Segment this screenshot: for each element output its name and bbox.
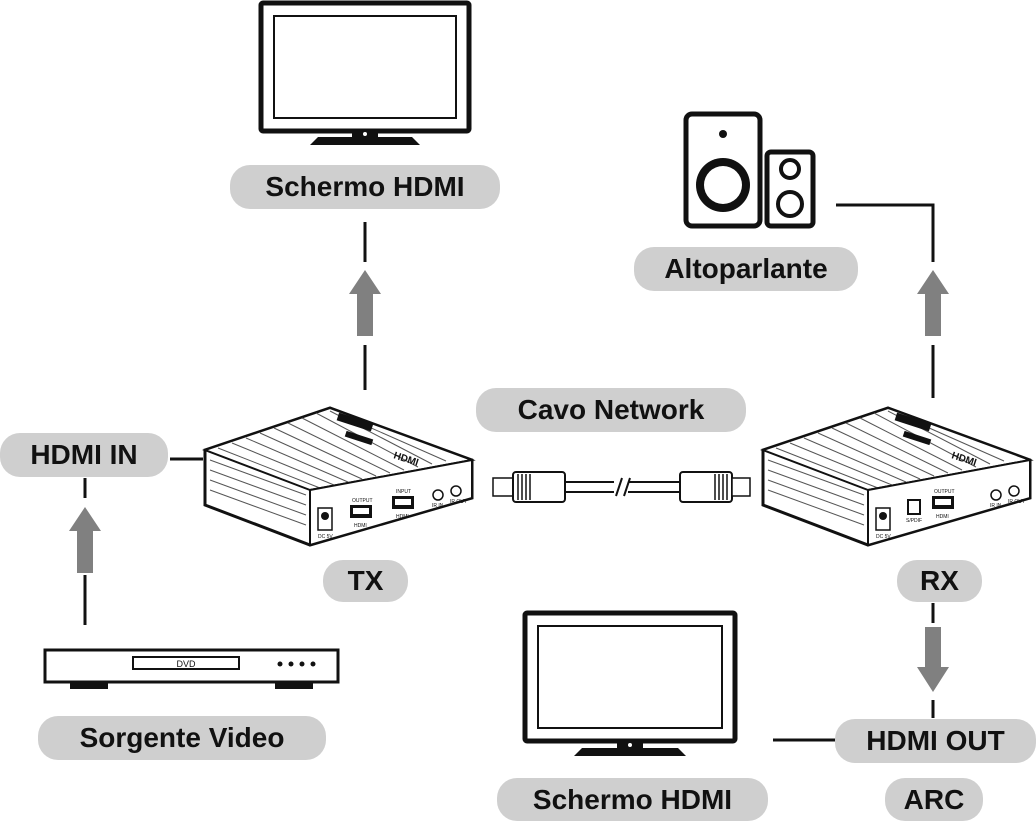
connection-lines [69,203,949,742]
rx-extender-device: HDMI S/PDIF OUTPUT HDMI IR IN IR OUT DC … [760,406,1034,547]
tx-dc-label: DC 5V [318,534,333,540]
dvd-player-icon: DVD [43,648,340,689]
display-bottom-label: Schermo HDMI [497,778,768,821]
tx-output-label: OUTPUT [352,498,373,504]
display-top-label: Schermo HDMI [230,165,500,209]
tx-ir-out-label: IR OUT [450,499,467,505]
rx-spdif-label: S/PDIF [906,518,922,524]
hdmi-in-label: HDMI IN [0,433,168,477]
dvd-label: DVD [176,659,196,669]
tx-label: TX [323,560,408,602]
tx-out-port-label: HDMI [354,523,367,529]
rx-output-label: OUTPUT [934,489,955,495]
tx-input-label: INPUT [396,489,411,495]
hdmi-display-top [258,0,472,145]
speaker-label: Altoparlante [634,247,858,291]
tx-in-port-label: HDMI [396,514,409,520]
arc-label: ARC [885,778,983,821]
tx-extender-device: HDMI OUTPUT INPUT HDMI HDMI IR IN IR OUT… [202,406,476,547]
rx-dc-label: DC 5V [876,534,891,540]
rx-ir-in-label: IR IN [990,503,1002,509]
rx-ir-out-label: IR OUT [1008,499,1025,505]
video-source-label: Sorgente Video [38,716,326,760]
network-cable-label: Cavo Network [476,388,746,432]
network-cable-icon [492,471,751,503]
hdmi-out-label: HDMI OUT [835,719,1036,763]
tx-ir-in-label: IR IN [432,503,444,509]
speaker-icon [683,111,816,229]
rx-out-port-label: HDMI [936,514,949,520]
hdmi-display-bottom [522,610,738,756]
rx-label: RX [897,560,982,602]
